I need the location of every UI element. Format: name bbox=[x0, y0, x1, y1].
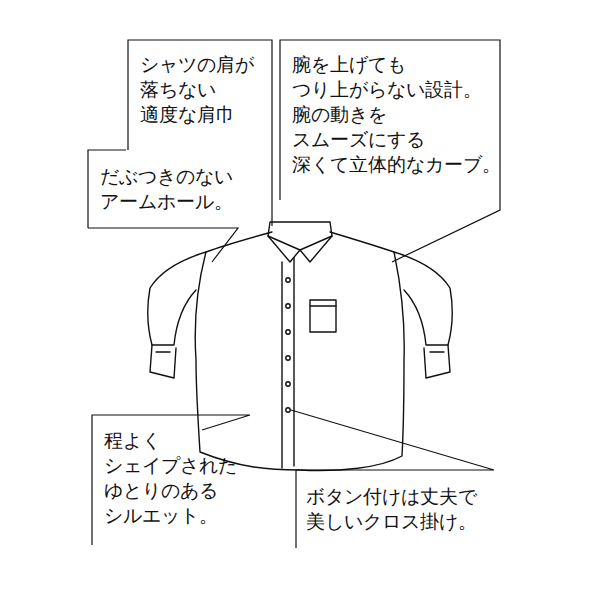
callout-text: ボタン付けは丈夫で 美しいクロス掛け。 bbox=[306, 484, 477, 534]
callout-text: だぶつきのない アームホール。 bbox=[100, 164, 233, 214]
callout-text: 程よく シェイプされた ゆとりのある シルエット。 bbox=[104, 428, 237, 528]
callout-text: 腕を上げても つり上がらない設計。 腕の動きを スムーズにする 深くて立体的なカ… bbox=[292, 52, 501, 177]
callout-text: シャツの肩が 落ちない 適度な肩巾 bbox=[140, 52, 254, 127]
